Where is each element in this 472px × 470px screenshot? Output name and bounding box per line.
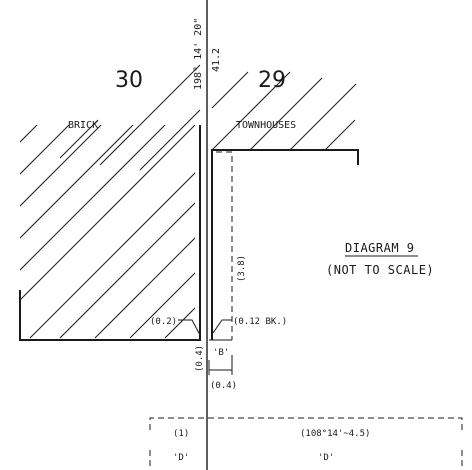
dim-vertical-left-label: (0.4) [195,345,205,372]
brick-label-leader [59,119,99,159]
hatch-line-extension [99,64,201,166]
offset-left-label: (0.2) [150,317,177,327]
bottom-dashed-boundary [149,417,463,432]
diagram-subtitle: (NOT TO SCALE) [326,263,434,277]
dim-vertical-right-label: (3.8) [237,255,247,282]
bottom-left-point: 'D' [173,453,189,463]
lot-number-left: 30 [115,68,143,93]
lot-number-right: 29 [258,68,286,93]
right-use-label: TOWNHOUSES [236,120,296,131]
bearing-label: 198° 14' 20" [193,18,204,90]
bottom-right-value: (108°14'~4.5) [300,429,370,439]
offset-left-leader [178,319,201,336]
townhouses-outline [211,149,359,340]
townhouses-hatching [211,71,357,151]
offset-right-leader [212,319,232,334]
point-b-label: 'B' [213,348,229,358]
diagram-title: DIAGRAM 9 [345,241,415,255]
offset-right-label: (0.12 BK.) [233,317,287,327]
dim-horizontal-bottom-label: (0.4) [210,381,237,391]
offset-dashed-line [216,151,233,340]
left-use-label: BRICK [68,120,98,131]
bottom-right-point: 'D' [318,453,334,463]
bottom-left-value: (1) [173,429,189,439]
brick-hatching [20,125,195,339]
hatch-line-extension [139,109,201,171]
brick-building-outline [19,125,201,341]
distance-label: 41.2 [211,48,222,72]
